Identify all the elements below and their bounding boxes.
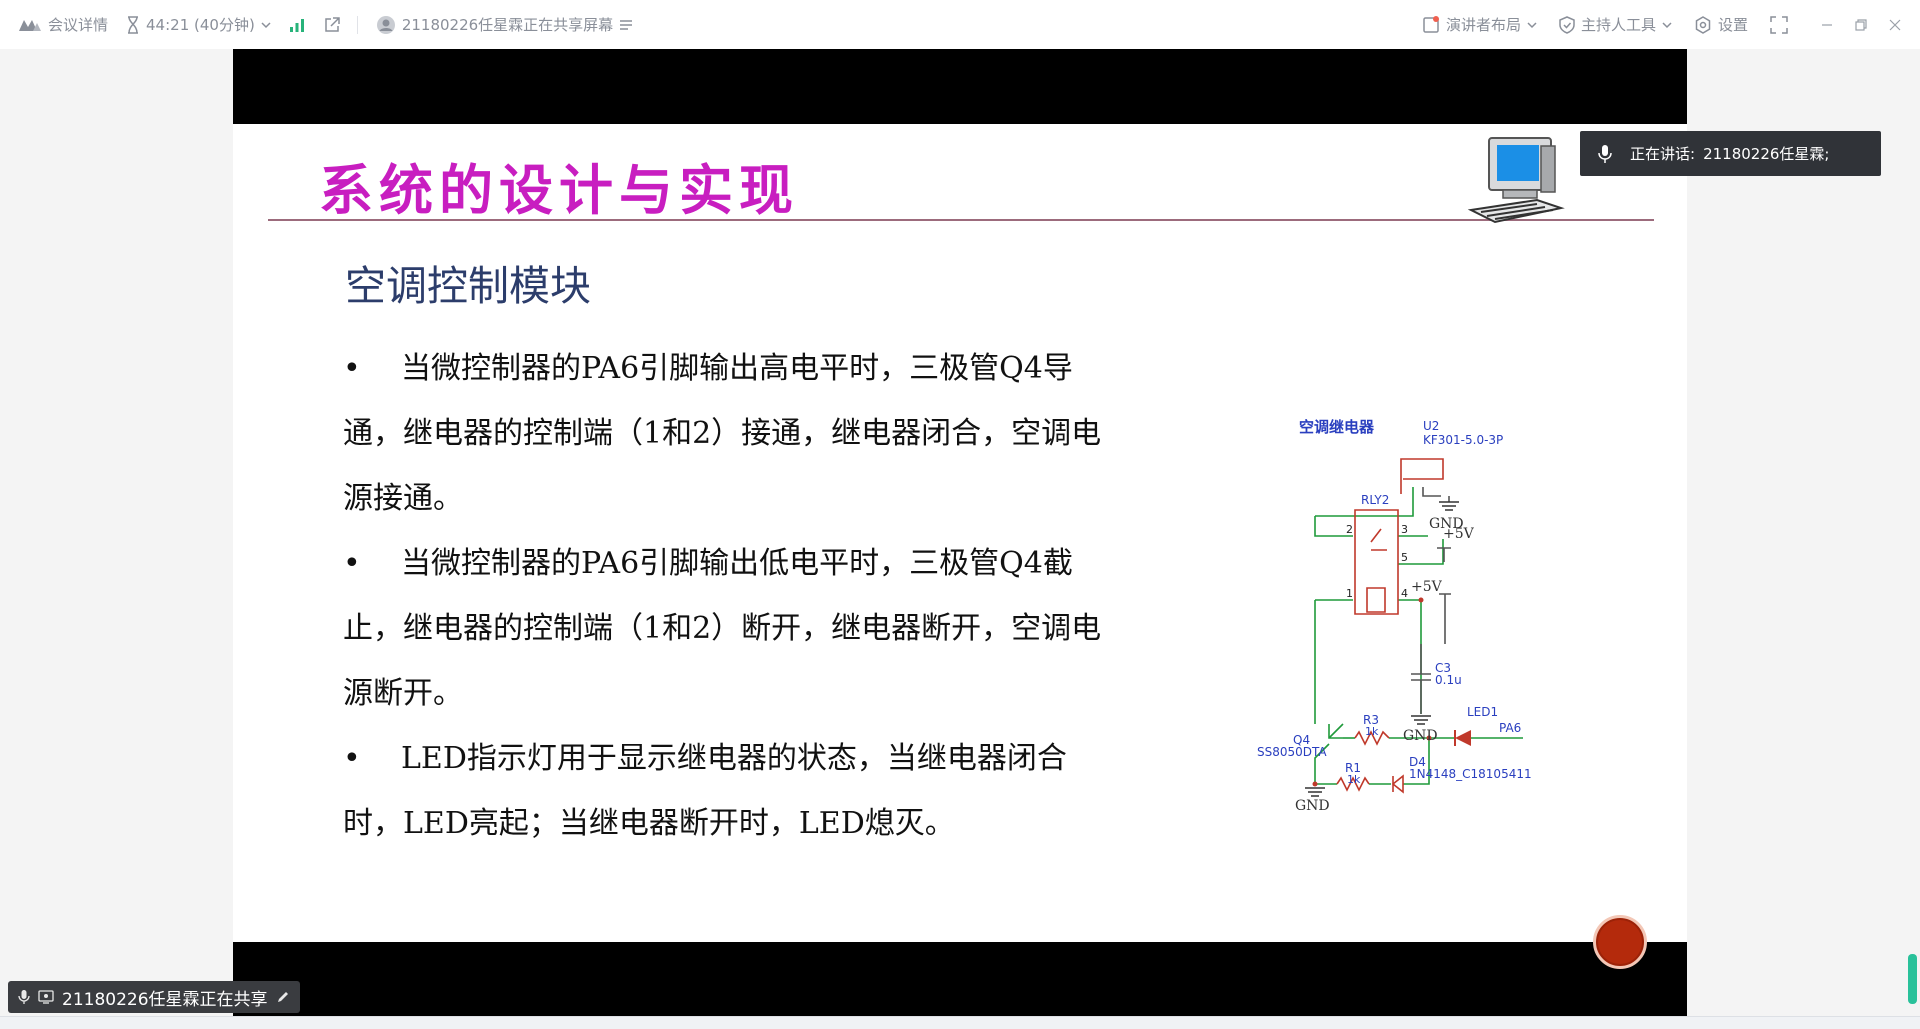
screen-share-icon xyxy=(38,990,54,1004)
speaker-name: 21180226任星霖; xyxy=(1703,145,1830,163)
circuit-title: 空调继电器 xyxy=(1299,418,1375,436)
signal-bars-icon xyxy=(289,18,304,32)
pa6-label: PA6 xyxy=(1499,721,1521,735)
slide-content: 系统的设计与实现 空调控制模块 •当微控制器的PA6引脚输出高电平时，三极管Q4… xyxy=(233,124,1687,969)
host-tools-label: 主持人工具 xyxy=(1580,16,1656,34)
microphone-icon xyxy=(18,990,30,1004)
relay-circuit-diagram: 空调继电器 U2 KF301-5.0-3P GND RLY2 +5V +5V 2… xyxy=(1257,418,1532,814)
q4-part: SS8050DTA xyxy=(1257,745,1327,759)
gear-icon xyxy=(1695,15,1711,34)
vcc-label: +5V xyxy=(1411,579,1443,595)
toolbar-divider xyxy=(356,15,358,34)
r3-label: R3 xyxy=(1363,713,1379,727)
settings-label: 设置 xyxy=(1717,16,1748,34)
taskbar-strip xyxy=(0,1016,1920,1029)
gnd-label: GND xyxy=(1403,728,1438,744)
gnd-label: GND xyxy=(1429,516,1464,532)
d4-part: 1N4148_C18105411 xyxy=(1409,767,1532,781)
minimize-icon xyxy=(1822,23,1832,26)
pin-label: 3 xyxy=(1401,523,1408,536)
u2-ref: U2 xyxy=(1423,419,1439,433)
close-icon xyxy=(1889,19,1901,30)
menu-lines-icon xyxy=(620,19,633,30)
chevron-down-icon xyxy=(261,21,271,28)
led-symbol xyxy=(1455,730,1471,746)
fullscreen-button[interactable] xyxy=(1770,15,1788,34)
r1-value: 1k xyxy=(1347,773,1361,786)
signal-strength-button[interactable] xyxy=(289,17,305,33)
meeting-logo-icon xyxy=(19,19,41,31)
share-status-text: 21180226任星霖正在共享屏幕 xyxy=(401,16,614,34)
bullet-text: 当微控制器的PA6引脚输出高电平时，三极管Q4导通，继电器的控制端（1和2）接通… xyxy=(343,351,1102,516)
pin-label: 5 xyxy=(1401,551,1408,564)
restore-icon xyxy=(1855,18,1867,31)
host-tools-button[interactable]: 主持人工具 xyxy=(1559,14,1672,35)
shield-check-icon xyxy=(1559,15,1575,34)
list-item: •LED指示灯用于显示继电器的状态，当继电器闭合时，LED亮起；当继电器断开时，… xyxy=(343,726,1113,856)
popout-button[interactable] xyxy=(323,16,341,34)
hourglass-icon xyxy=(128,15,139,34)
microphone-icon xyxy=(1598,144,1612,163)
share-status[interactable]: 21180226任星霖正在共享屏幕 xyxy=(376,14,633,35)
sharer-avatar-icon xyxy=(376,15,395,34)
bullet-marker: • xyxy=(343,741,361,776)
chevron-down-icon xyxy=(1662,21,1672,28)
settings-button[interactable]: 设置 xyxy=(1694,14,1748,35)
meeting-timer[interactable]: 44:21 (40分钟) xyxy=(126,14,271,35)
slide-nav-button[interactable] xyxy=(1593,915,1647,969)
meeting-details-label: 会议详情 xyxy=(48,16,109,34)
ground-symbol xyxy=(1439,501,1459,511)
d4-label: D4 xyxy=(1409,755,1426,769)
meeting-toolbar: 会议详情 44:21 (40分钟) 21180226任星霖正在共享屏幕 演讲者布… xyxy=(0,0,1920,49)
r1-label: R1 xyxy=(1345,761,1361,775)
ground-symbol xyxy=(1411,715,1431,725)
relay-label: RLY2 xyxy=(1361,493,1389,507)
list-item: •当微控制器的PA6引脚输出低电平时，三极管Q4截止，继电器的控制端（1和2）断… xyxy=(343,531,1113,726)
pin-label: 2 xyxy=(1346,523,1353,536)
layout-icon xyxy=(1423,15,1439,33)
c3-label: C3 xyxy=(1435,661,1451,675)
bullet-marker: • xyxy=(343,546,361,581)
bullet-marker: • xyxy=(343,351,361,386)
chevron-down-icon xyxy=(1527,21,1537,28)
computer-icon xyxy=(1467,137,1565,224)
led1-label: LED1 xyxy=(1467,705,1498,719)
presenter-layout-button[interactable]: 演讲者布局 xyxy=(1422,14,1537,35)
shared-screen-area: 系统的设计与实现 空调控制模块 •当微控制器的PA6引脚输出高电平时，三极管Q4… xyxy=(0,49,1920,1016)
restore-button[interactable] xyxy=(1844,18,1878,32)
pencil-icon xyxy=(277,992,288,1002)
sharing-text: 21180226任星霖正在共享 xyxy=(62,989,268,1010)
minimize-button[interactable] xyxy=(1810,18,1844,32)
speaking-label: 正在讲话: xyxy=(1630,145,1696,163)
close-button[interactable] xyxy=(1878,18,1912,32)
external-link-icon xyxy=(325,16,340,32)
sharing-badge[interactable]: 21180226任星霖正在共享 xyxy=(8,981,300,1013)
speaking-indicator: 正在讲话: 21180226任星霖; xyxy=(1580,131,1881,176)
q4-label: Q4 xyxy=(1293,733,1310,747)
bullet-list: •当微控制器的PA6引脚输出高电平时，三极管Q4导通，继电器的控制端（1和2）接… xyxy=(343,336,1113,856)
timer-text: 44:21 (40分钟) xyxy=(146,16,255,34)
slide-title: 系统的设计与实现 xyxy=(319,158,799,222)
bullet-text: LED指示灯用于显示继电器的状态，当继电器闭合时，LED亮起；当继电器断开时，L… xyxy=(343,741,1067,841)
meeting-details-button[interactable]: 会议详情 xyxy=(18,14,108,35)
pin-label: 4 xyxy=(1401,587,1408,600)
slide-subtitle: 空调控制模块 xyxy=(345,262,591,310)
ground-symbol xyxy=(1305,787,1325,797)
list-item: •当微控制器的PA6引脚输出高电平时，三极管Q4导通，继电器的控制端（1和2）接… xyxy=(343,336,1113,531)
bullet-text: 当微控制器的PA6引脚输出低电平时，三极管Q4截止，继电器的控制端（1和2）断开… xyxy=(343,546,1102,711)
u2-part: KF301-5.0-3P xyxy=(1423,433,1503,447)
vcc-label: +5V xyxy=(1443,526,1475,542)
toolbar-right: 演讲者布局 主持人工具 设置 xyxy=(1422,0,1920,49)
pin-label: 1 xyxy=(1346,587,1353,600)
scrollbar-thumb[interactable] xyxy=(1908,954,1917,1004)
fullscreen-icon xyxy=(1770,15,1788,34)
title-divider xyxy=(268,219,1654,221)
c3-value: 0.1u xyxy=(1435,673,1462,687)
presenter-layout-label: 演讲者布局 xyxy=(1445,16,1521,34)
gnd-label: GND xyxy=(1295,798,1330,814)
r3-value: 1k xyxy=(1365,725,1379,738)
presentation-slide: 系统的设计与实现 空调控制模块 •当微控制器的PA6引脚输出高电平时，三极管Q4… xyxy=(233,49,1687,1016)
